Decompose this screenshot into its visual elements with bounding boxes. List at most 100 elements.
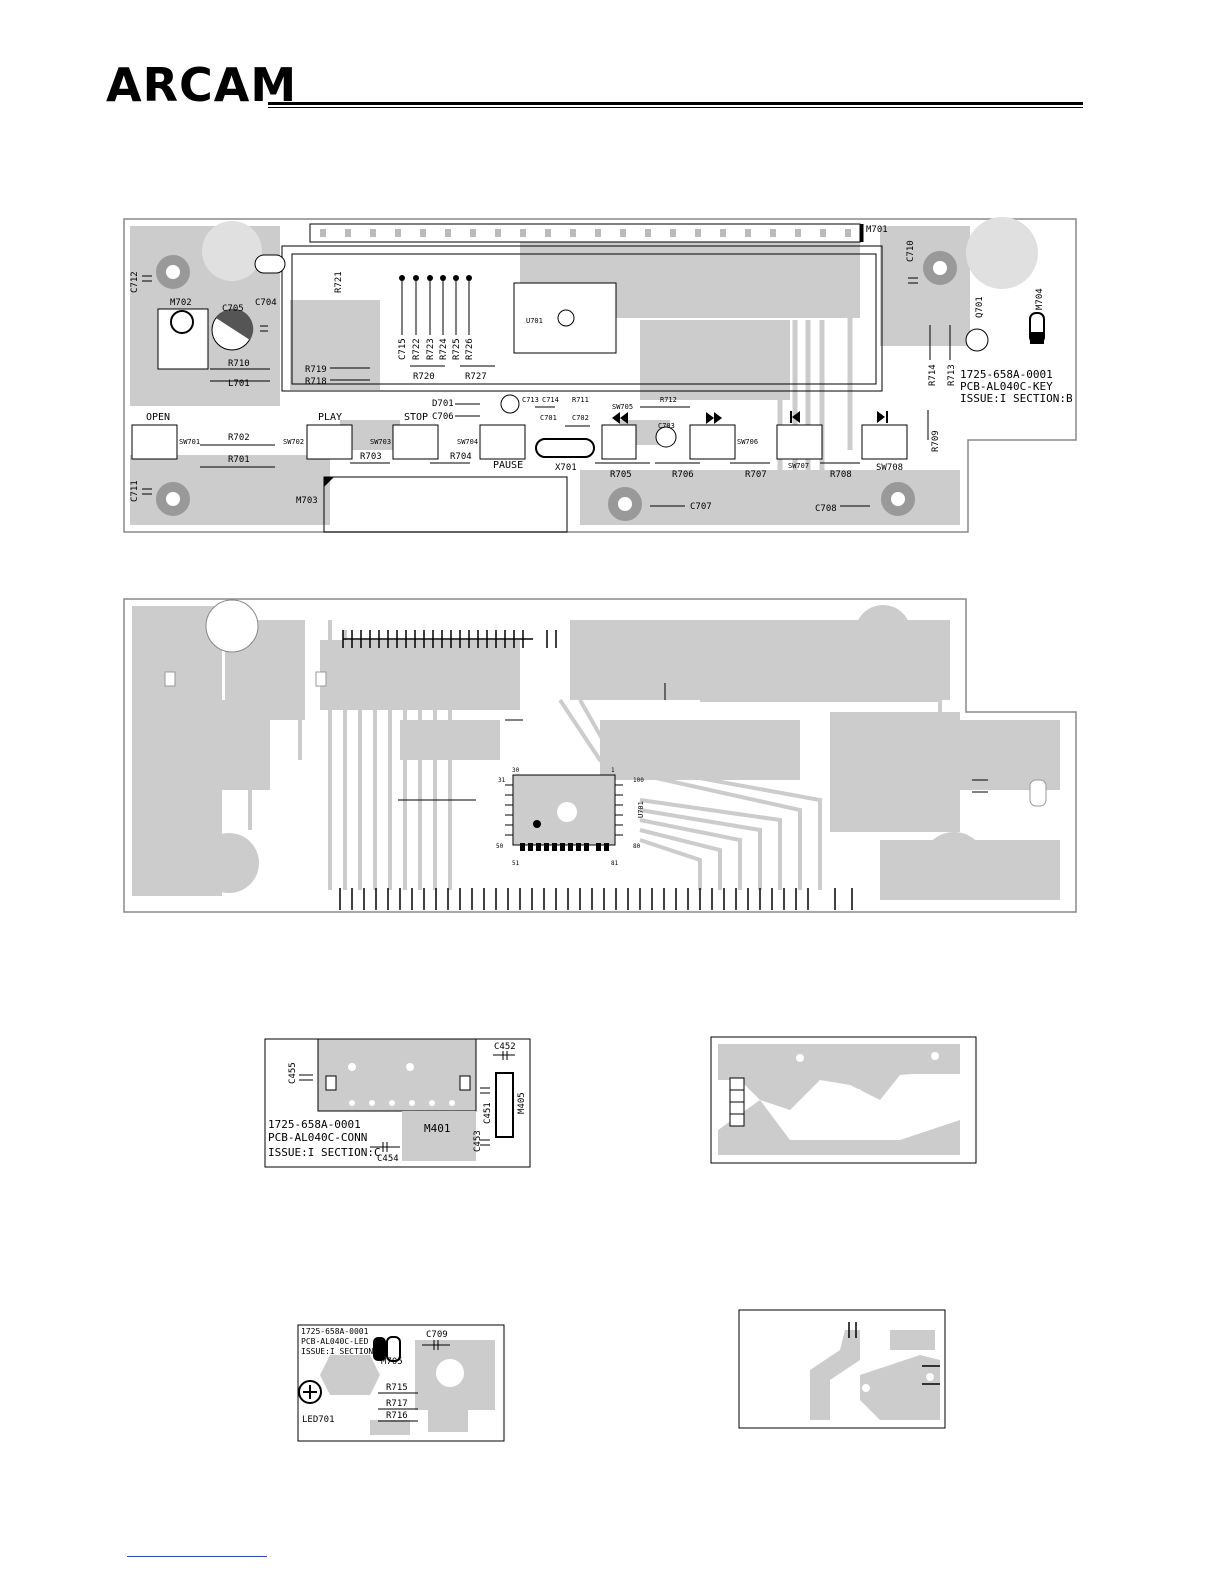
ref-r715: R715 (386, 1383, 408, 1393)
led-board-copper (738, 1309, 946, 1429)
led-board: C709 M705 R715 R717 R716 LED701 1725-658… (297, 1324, 505, 1442)
ref-u701-bottom: U701 (637, 801, 645, 818)
ref-c455: C455 (288, 1062, 298, 1084)
ref-c710: C710 (906, 240, 916, 262)
header-rule-thin (268, 107, 1083, 108)
label-play: PLAY (318, 412, 342, 423)
ref-c701: C701 (540, 414, 557, 422)
ref-sw701: SW701 (179, 438, 200, 446)
label-open: OPEN (146, 412, 170, 423)
pin-80: 80 (633, 843, 641, 850)
conn-board-id-1: 1725-658A-0001 (268, 1118, 361, 1131)
ref-c707: C707 (690, 502, 712, 512)
key-board: M701 C712 C710 M702 C705 C704 R721 C715 … (123, 217, 1077, 533)
key-board-id-3: ISSUE:I SECTION:B (960, 392, 1073, 405)
ref-r717: R717 (386, 1399, 408, 1409)
ref-sw708: SW708 (876, 463, 903, 473)
header-rule (268, 102, 1083, 105)
ref-l701: L701 (228, 379, 250, 389)
ref-r721: R721 (334, 271, 344, 293)
ref-c713: C713 (522, 396, 539, 404)
ref-r707: R707 (745, 470, 767, 480)
ref-c452: C452 (494, 1042, 516, 1052)
ref-r705: R705 (610, 470, 632, 480)
ref-m705: M705 (381, 1357, 403, 1367)
footer-link-underline[interactable] (127, 1556, 267, 1557)
ref-c712: C712 (130, 271, 140, 293)
ref-r720: R720 (413, 372, 435, 382)
ref-q701: Q701 (975, 296, 985, 318)
pin-81: 81 (611, 860, 619, 867)
ref-r711: R711 (572, 396, 589, 404)
ref-m401: M401 (424, 1122, 451, 1135)
ref-d701: D701 (432, 399, 454, 409)
ref-r722: R722 (412, 338, 422, 360)
conn-board-id-2: PCB-AL040C-CONN (268, 1131, 367, 1144)
ref-r719: R719 (305, 365, 327, 375)
ref-r713: R713 (947, 364, 957, 386)
ref-m703: M703 (296, 496, 318, 506)
ref-c706: C706 (432, 412, 454, 422)
ref-m702: M702 (170, 298, 192, 308)
led-board-id-2: PCB-AL040C-LED (301, 1337, 369, 1346)
copper-board: 30 1 31 100 50 80 51 81 U701 (123, 598, 1077, 913)
ref-m405: M405 (517, 1092, 527, 1114)
pin-51: 51 (512, 860, 520, 867)
ref-c453: C453 (473, 1130, 483, 1152)
ref-r701: R701 (228, 455, 250, 465)
ref-r727: R727 (465, 372, 487, 382)
ref-r716: R716 (386, 1411, 408, 1421)
ref-c705: C705 (222, 304, 244, 314)
ref-r703: R703 (360, 452, 382, 462)
ref-c714: C714 (542, 396, 559, 404)
ref-c709: C709 (426, 1330, 448, 1340)
ref-r706: R706 (672, 470, 694, 480)
ref-c708: C708 (815, 504, 837, 514)
ref-c715: C715 (398, 338, 408, 360)
ref-m704: M704 (1035, 288, 1045, 310)
ref-sw705: SW705 (612, 403, 633, 411)
ref-r725: R725 (452, 338, 462, 360)
pin-100: 100 (633, 777, 644, 784)
pin-30: 30 (512, 767, 520, 774)
led-board-id-1: 1725-658A-0001 (301, 1327, 369, 1336)
ref-r709: R709 (931, 430, 941, 452)
conn-board-id-3: ISSUE:I SECTION:C (268, 1146, 381, 1159)
ref-u701: U701 (526, 317, 543, 325)
label-stop: STOP (404, 412, 428, 423)
ref-r702: R702 (228, 433, 250, 443)
conn-board: C455 C452 M405 C451 C453 C454 M401 1725-… (264, 1038, 531, 1168)
ref-c704: C704 (255, 298, 277, 308)
ref-x701: X701 (555, 463, 577, 473)
ref-r726: R726 (465, 338, 475, 360)
ref-r723: R723 (426, 338, 436, 360)
conn-board-copper (710, 1036, 977, 1164)
ref-sw702: SW702 (283, 438, 304, 446)
ref-c454: C454 (377, 1154, 399, 1164)
pin-1: 1 (611, 767, 615, 774)
ref-sw706: SW706 (737, 438, 758, 446)
label-pause: PAUSE (493, 460, 523, 471)
ref-r724: R724 (439, 338, 449, 360)
ref-c711: C711 (130, 480, 140, 502)
ref-r714: R714 (928, 364, 938, 386)
ref-c702: C702 (572, 414, 589, 422)
pin-50: 50 (496, 843, 504, 850)
ref-c451: C451 (483, 1102, 493, 1124)
pin-31: 31 (498, 777, 506, 784)
ref-r704: R704 (450, 452, 472, 462)
key-board-id-1: 1725-658A-0001 (960, 368, 1053, 381)
ref-sw703: SW703 (370, 438, 391, 446)
ref-sw704: SW704 (457, 438, 478, 446)
led-board-id-3: ISSUE:I SECTION:D (301, 1347, 383, 1356)
ref-r718: R718 (305, 377, 327, 387)
arcam-logo: ARCAM (106, 58, 298, 112)
key-board-id-2: PCB-AL040C-KEY (960, 380, 1053, 393)
ref-r712: R712 (660, 396, 677, 404)
ref-led701: LED701 (302, 1415, 335, 1425)
ref-sw707: SW707 (788, 462, 809, 470)
ref-c703: C703 (658, 422, 675, 430)
ref-r708: R708 (830, 470, 852, 480)
ref-m701: M701 (866, 225, 888, 235)
